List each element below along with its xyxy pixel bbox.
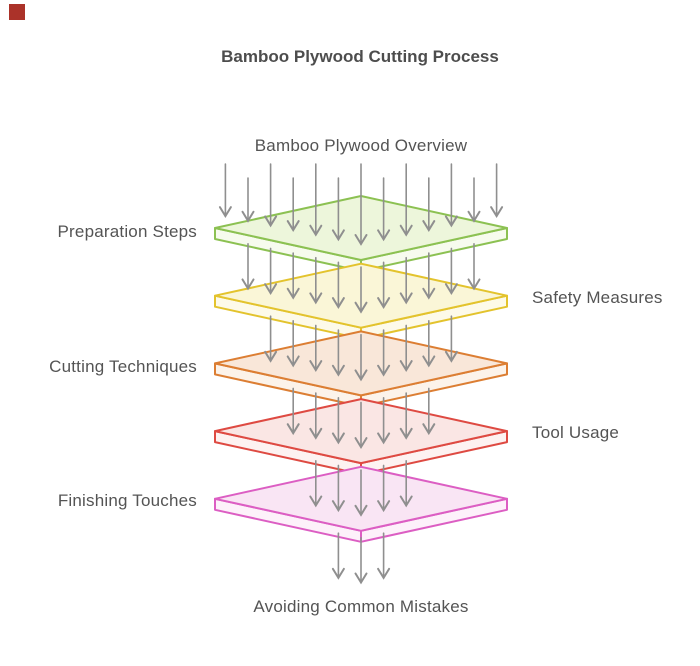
layer-label-safety-measures: Safety Measures xyxy=(532,288,663,307)
layer-label-cutting-techniques: Cutting Techniques xyxy=(49,357,197,376)
stack-layer-4 xyxy=(214,465,508,543)
sink-node-label: Avoiding Common Mistakes xyxy=(253,597,469,616)
flow-arrows xyxy=(218,163,504,585)
corner-marker xyxy=(9,4,25,20)
source-node-label: Bamboo Plywood Overview xyxy=(254,136,468,155)
page-title: Bamboo Plywood Cutting Process xyxy=(221,47,499,66)
layer-label-finishing-touches: Finishing Touches xyxy=(57,491,197,510)
layer-label-preparation-steps: Preparation Steps xyxy=(57,222,197,241)
stack-layer-0 xyxy=(214,195,508,272)
layer-label-tool-usage: Tool Usage xyxy=(532,423,620,442)
